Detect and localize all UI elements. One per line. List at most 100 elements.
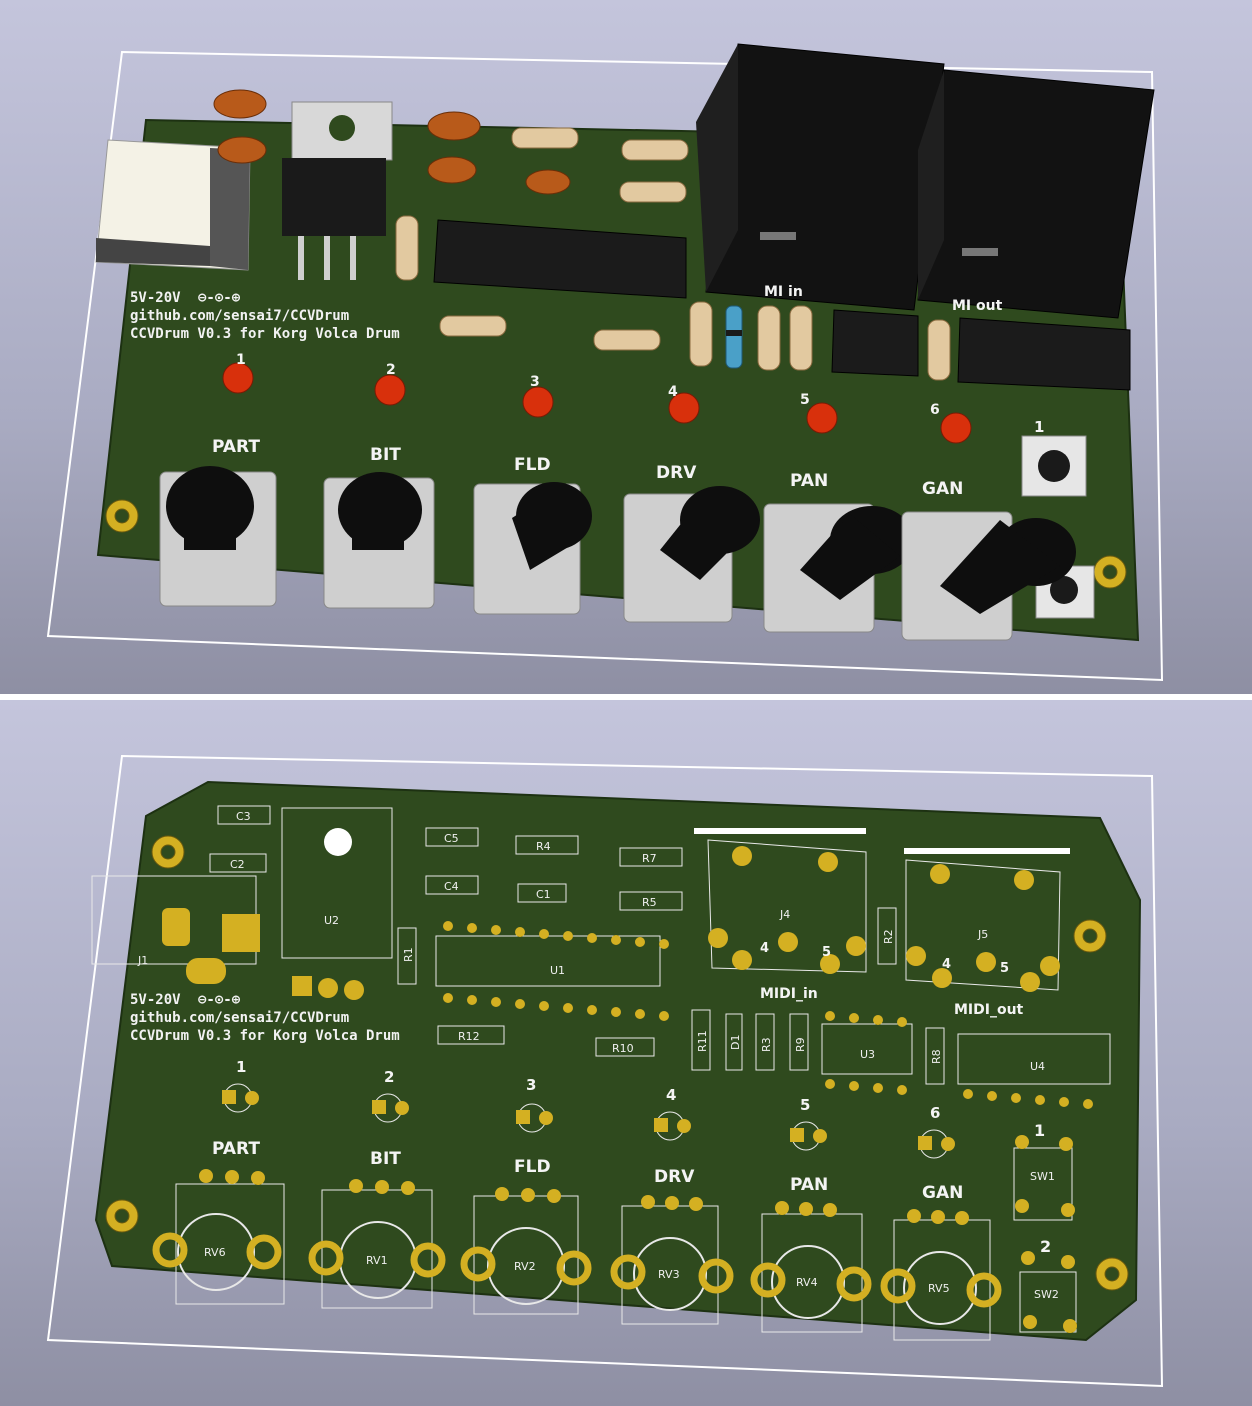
ic-pin-pads [443,921,1093,1109]
res-footprints-h [437,835,683,1057]
ref-rv2: RV2 [514,1260,536,1273]
ref-u3: U3 [860,1048,875,1061]
ref-rv5: RV5 [928,1282,950,1295]
knob-label-gan: GAN [922,479,963,499]
power-label-bottom: 5V-20V [130,992,181,1008]
midi-out-top-label: MI out [952,298,1003,314]
ref-c5: C5 [444,832,459,845]
power-label: 5V-20V [130,290,181,306]
knob-label-pan-bottom: PAN [790,1175,828,1195]
knob-label-part: PART [212,437,260,457]
ref-u4: U4 [1030,1060,1045,1073]
midi-out-label: MIDI_out [954,1002,1024,1018]
pot-footprints [152,1169,1002,1341]
tactile-switches [1021,435,1095,619]
ref-d1: D1 [729,1035,742,1050]
ref-r4: R4 [536,840,551,853]
knob-label-fld: FLD [514,455,551,475]
ref-r12: R12 [458,1030,480,1043]
ref-c4: C4 [444,880,459,893]
knob-label-bit-bottom: BIT [370,1149,401,1169]
knob-label-drv-bottom: DRV [654,1167,695,1187]
ref-r3: R3 [760,1037,773,1052]
ref-j5: J5 [977,928,988,941]
ref-c1: C1 [536,888,551,901]
ref-sw1: SW1 [1030,1170,1055,1183]
midi-footprints [707,839,1061,991]
potentiometers [159,466,1076,641]
power-jack [95,139,251,271]
voltage-regulator [282,101,393,280]
j5-pin-5: 5 [1000,961,1009,976]
u2-tab-hole [324,828,352,856]
ref-r5: R5 [642,896,657,909]
ref-r10: R10 [612,1042,634,1055]
board-outline-bottom [46,754,1164,1388]
led-number-2: 2 [386,362,396,378]
pcb-3d-render: MI in MI out 5V-20V ⊖-⊙-⊕ github.com/sen… [46,43,1164,682]
midi-in-top-label: MI in [764,284,803,300]
knob-label-gan-bottom: GAN [922,1183,963,1203]
switch-number-2: 2 [1040,1237,1051,1256]
ref-j1: J1 [137,954,148,967]
repo-url: github.com/sensai7/CCVDrum [130,308,349,324]
ref-r2: R2 [882,929,895,944]
ref-r8: R8 [930,1049,943,1064]
view-footprints: J1 U2 C3 C2 C5 C4 C1 R4 R7 R5 R12 R10 R [0,700,1252,1406]
ref-u2: U2 [324,914,339,927]
midi-in-label: MIDI_in [760,986,818,1002]
led-number-4-bottom: 4 [666,1086,676,1104]
repo-url-bottom: github.com/sensai7/CCVDrum [130,1010,349,1026]
j1-pads [162,908,260,984]
view-divider [0,694,1252,700]
led-number-5-bottom: 5 [800,1096,810,1114]
pcb-board-bottom [94,780,1142,1342]
j4-pin-5: 5 [822,945,831,960]
knob-label-pan: PAN [790,471,828,491]
switch-footprints [1013,1135,1077,1333]
version-text-bottom: CCVDrum V0.3 for Korg Volca Drum [130,1028,400,1044]
d1-outline [725,1013,743,1071]
knob-label-drv: DRV [656,463,697,483]
ref-c3: C3 [236,810,251,823]
ref-c2: C2 [230,858,245,871]
ceramic-capacitors [213,89,571,195]
polarity-symbol: ⊖-⊙-⊕ [198,290,241,306]
u2-outline [281,807,393,959]
switch-number-1: 1 [1034,1121,1045,1140]
ref-r11: R11 [696,1030,709,1052]
leds [222,362,972,444]
led-number-1-bottom: 1 [236,1058,246,1076]
knob-label-bit: BIT [370,445,401,465]
led-number-3-bottom: 3 [526,1076,536,1094]
res-footprints-v [397,907,945,1085]
resistors [395,127,951,381]
ref-rv6: RV6 [204,1246,226,1259]
led-number-1: 1 [236,352,246,368]
j4-pin-4: 4 [760,941,769,956]
ref-r1: R1 [402,947,415,962]
ref-u1: U1 [550,964,565,977]
ref-rv1: RV1 [366,1254,388,1267]
ref-r9: R9 [794,1037,807,1052]
ref-r7: R7 [642,852,657,865]
ic-chips [433,219,1131,391]
ref-rv4: RV4 [796,1276,818,1289]
diode [725,305,743,369]
led-number-6: 6 [930,402,940,418]
led-footprints [222,1083,955,1159]
led-number-2-bottom: 2 [384,1068,394,1086]
midi-out-edge [904,848,1070,854]
switch-number-1-top: 1 [1034,418,1044,436]
ref-rv3: RV3 [658,1268,680,1281]
view-3d-components: MI in MI out 5V-20V ⊖-⊙-⊕ github.com/sen… [0,0,1252,694]
led-number-3: 3 [530,374,540,390]
u2-pads [292,976,364,1000]
pcb-footprint-render: J1 U2 C3 C2 C5 C4 C1 R4 R7 R5 R12 R10 R [46,754,1164,1388]
j5-pin-4: 4 [942,957,951,972]
midi-connectors [696,43,1155,319]
polarity-symbol-bottom: ⊖-⊙-⊕ [198,992,241,1008]
ref-sw2: SW2 [1034,1288,1059,1301]
led-number-6-bottom: 6 [930,1104,940,1122]
ref-j4: J4 [779,908,790,921]
